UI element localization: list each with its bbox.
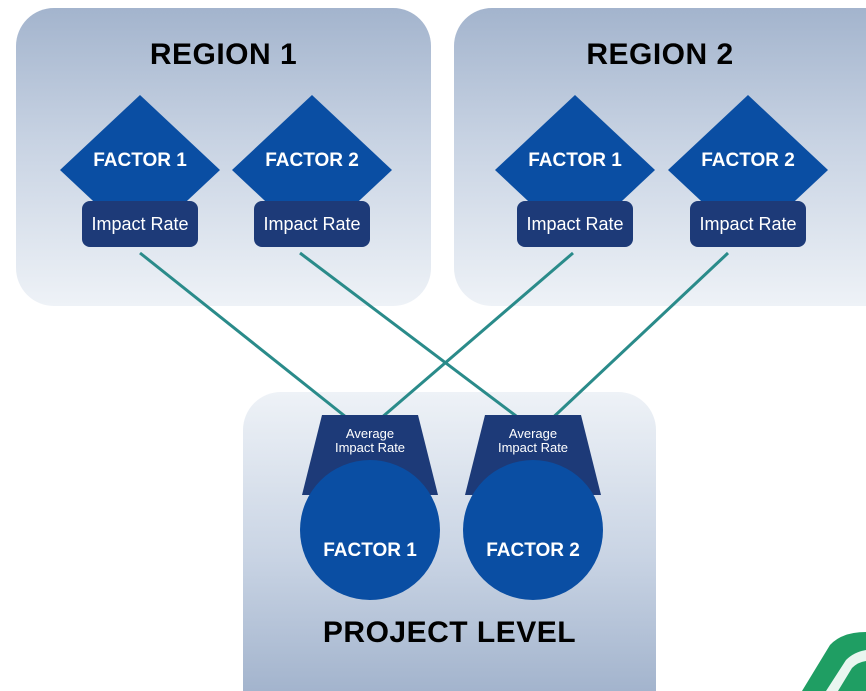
- impact-rate-box: Impact Rate: [254, 201, 370, 247]
- factor-label: FACTOR 2: [701, 150, 795, 171]
- project-factor-2: Average Impact Rate FACTOR 2: [463, 415, 603, 625]
- factor-label: FACTOR 1: [528, 150, 622, 171]
- average-impact-rate-label: Average Impact Rate: [463, 427, 603, 455]
- region-1-factor-2: FACTOR 2 Impact Rate: [232, 95, 392, 255]
- project-factor-1: Average Impact Rate FACTOR 1: [300, 415, 440, 625]
- average-impact-rate-label: Average Impact Rate: [300, 427, 440, 455]
- avg-line-1: Average: [345, 426, 395, 441]
- impact-rate-box: Impact Rate: [690, 201, 806, 247]
- region-1-factor-1: FACTOR 1 Impact Rate: [60, 95, 220, 255]
- region-2-factor-2: FACTOR 2 Impact Rate: [668, 95, 828, 255]
- funnel-circle-shape: [300, 415, 440, 600]
- factor-label: FACTOR 2: [265, 150, 359, 171]
- impact-rate-box: Impact Rate: [517, 201, 633, 247]
- region-1-title: REGION 1: [149, 38, 298, 71]
- factor-label: FACTOR 1: [93, 150, 187, 171]
- factor-label: FACTOR 1: [323, 540, 417, 561]
- funnel-circle-shape: [463, 415, 603, 600]
- avg-line-2: Impact Rate: [334, 440, 406, 455]
- region-2-factor-1: FACTOR 1 Impact Rate: [495, 95, 655, 255]
- region-2-title: REGION 2: [586, 38, 734, 71]
- avg-line-1: Average: [508, 426, 558, 441]
- impact-rate-box: Impact Rate: [82, 201, 198, 247]
- factor-label: FACTOR 2: [486, 540, 580, 561]
- project-level-title: PROJECT LEVEL: [322, 616, 577, 649]
- avg-line-2: Impact Rate: [497, 440, 569, 455]
